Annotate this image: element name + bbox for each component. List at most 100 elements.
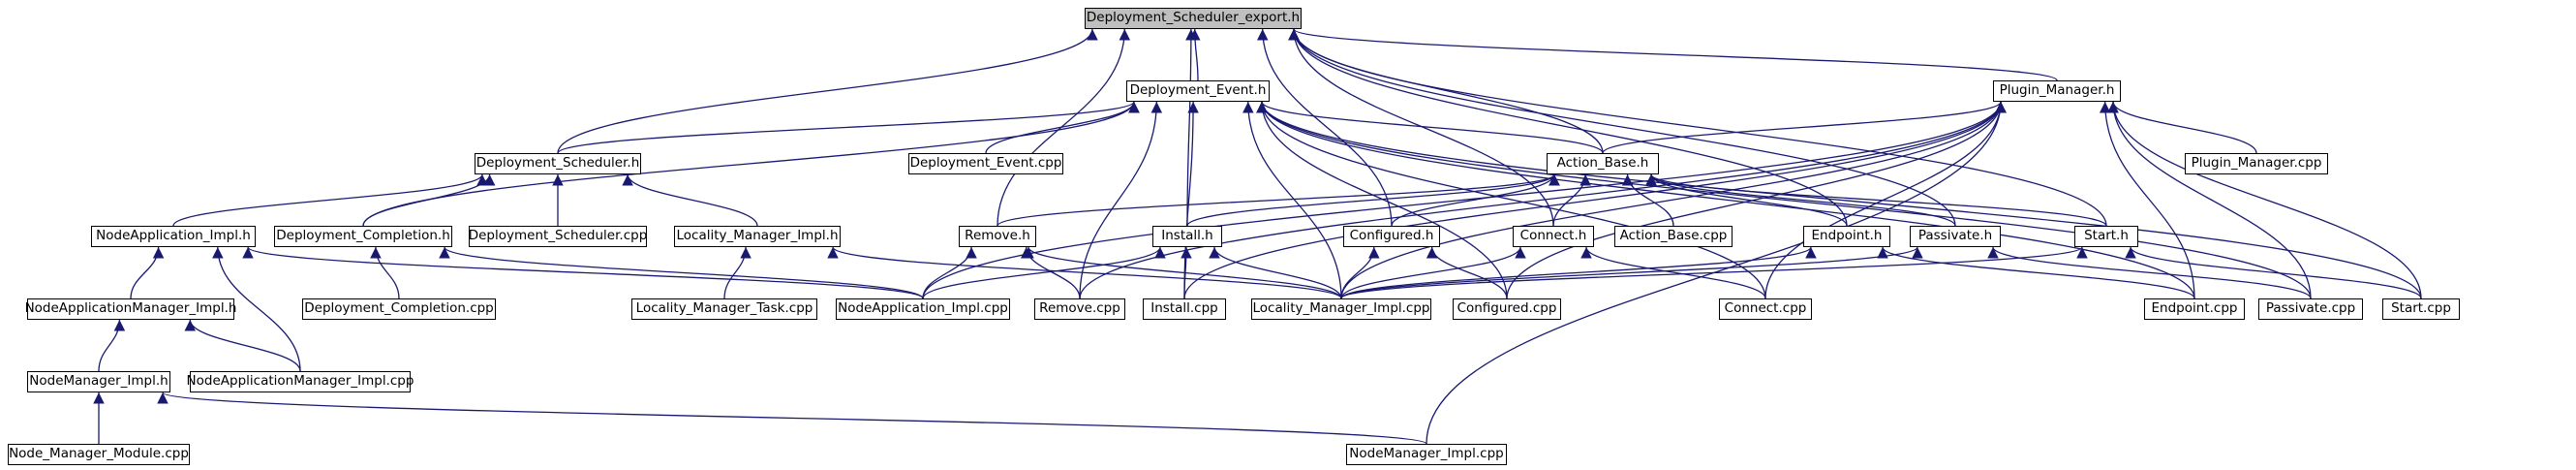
- node-label: Install.cpp: [1150, 300, 1218, 317]
- node-nodeapplication-impl-cpp[interactable]: NodeApplication_Impl.cpp: [836, 298, 1010, 320]
- dependency-edge: [362, 173, 496, 227]
- node-deployment-completion-cpp[interactable]: Deployment_Completion.cpp: [302, 298, 496, 320]
- dependency-edge: [1340, 101, 2007, 299]
- node-label: Remove.cpp: [1039, 300, 1120, 317]
- node-nodemanager-impl-h[interactable]: NodeManager_Impl.h: [27, 371, 170, 392]
- node-passivate-h[interactable]: Passivate.h: [1910, 226, 2001, 247]
- dependency-edge: [557, 101, 1140, 154]
- node-label: Locality_Manager_Impl.h: [676, 228, 839, 244]
- node-plugin-manager-h[interactable]: Plugin_Manager.h: [1993, 80, 2121, 102]
- node-deployment-event-h[interactable]: Deployment_Event.h: [1126, 80, 1270, 102]
- dependency-edge: [1256, 101, 2312, 299]
- node-passivate-cpp[interactable]: Passivate.cpp: [2258, 298, 2363, 320]
- node-label: Deployment_Scheduler.cpp: [468, 228, 648, 244]
- node-connect-cpp[interactable]: Connect.cpp: [1719, 298, 1812, 320]
- node-install-cpp[interactable]: Install.cpp: [1143, 298, 1226, 320]
- dependency-edge: [1288, 28, 1956, 227]
- dependency-edge: [1987, 246, 2312, 299]
- node-nodeapplication-impl-h[interactable]: NodeApplication_Impl.h: [91, 226, 256, 247]
- node-deployment-scheduler-h[interactable]: Deployment_Scheduler.h: [475, 153, 641, 174]
- node-label: Start.h: [2084, 228, 2129, 244]
- dependency-edge: [1340, 246, 1923, 299]
- dependency-edge: [997, 173, 1560, 227]
- dependency-edge: [1183, 101, 1199, 299]
- node-plugin-manager-cpp[interactable]: Plugin_Manager.cpp: [2185, 153, 2328, 174]
- dependency-edge: [2107, 101, 2422, 299]
- dependency-edge: [98, 319, 126, 372]
- dependency-edge: [1391, 173, 1560, 227]
- node-label: NodeApplicationManager_Impl.h: [24, 300, 237, 317]
- node-label: Configured.cpp: [1457, 300, 1557, 317]
- dependency-edge: [1340, 246, 1817, 299]
- node-remove-h[interactable]: Remove.h: [959, 226, 1036, 247]
- node-deployment-scheduler-cpp[interactable]: Deployment_Scheduler.cpp: [469, 226, 647, 247]
- node-start-cpp[interactable]: Start.cpp: [2382, 298, 2460, 320]
- node-locality-manager-impl-h[interactable]: Locality_Manager_Impl.h: [674, 226, 841, 247]
- dependency-edge: [1256, 101, 2195, 299]
- node-deployment-scheduler-export-h[interactable]: Deployment_Scheduler_export.h: [1085, 8, 1302, 29]
- node-configured-cpp[interactable]: Configured.cpp: [1453, 298, 1561, 320]
- node-deployment-completion-h[interactable]: Deployment_Completion.h: [274, 226, 452, 247]
- dependency-edge: [1185, 28, 1197, 227]
- dependency-edge: [1645, 173, 2107, 227]
- node-action-base-h[interactable]: Action_Base.h: [1547, 153, 1659, 174]
- dependency-edge: [1181, 246, 1192, 299]
- dependency-edge: [1288, 28, 2058, 81]
- dependency-edge: [1340, 246, 1526, 299]
- dependency-edge: [622, 173, 758, 227]
- node-nodeapplicationmanager-impl-h[interactable]: NodeApplicationManager_Impl.h: [24, 298, 237, 320]
- dependency-edge: [2099, 101, 2195, 299]
- dependency-edge: [723, 246, 751, 299]
- dependency-edge: [1256, 101, 2422, 299]
- node-label: Action_Base.cpp: [1619, 228, 1728, 244]
- node-label: Action_Base.h: [1556, 155, 1649, 172]
- dependency-edge: [985, 101, 1140, 154]
- node-locality-manager-task-cpp[interactable]: Locality_Manager_Task.cpp: [631, 298, 817, 320]
- node-label: Plugin_Manager.h: [1999, 82, 2115, 99]
- node-label: Start.cpp: [2391, 300, 2451, 317]
- dependency-edge: [1020, 246, 1081, 299]
- dependency-edge: [2107, 101, 2257, 154]
- node-nodeapplicationmanager-impl-cpp[interactable]: NodeApplicationManager_Impl.cpp: [186, 371, 414, 392]
- node-connect-h[interactable]: Connect.h: [1513, 226, 1594, 247]
- dependency-edge: [922, 246, 1166, 299]
- node-locality-manager-impl-cpp[interactable]: Locality_Manager_Impl.cpp: [1251, 298, 1431, 320]
- dependency-edge: [1506, 101, 2007, 299]
- node-label: Install.h: [1161, 228, 1213, 244]
- dependency-edge: [1242, 101, 1342, 299]
- node-endpoint-h[interactable]: Endpoint.h: [1803, 226, 1890, 247]
- node-label: Deployment_Scheduler.h: [475, 155, 640, 172]
- dependency-edge: [1602, 101, 2007, 154]
- node-start-h[interactable]: Start.h: [2074, 226, 2138, 247]
- dependency-edge: [157, 392, 1427, 445]
- dependency-edge: [1552, 173, 1591, 227]
- dependency-edge: [1256, 101, 1508, 299]
- node-label: Deployment_Completion.cpp: [304, 300, 494, 317]
- node-label: NodeApplicationManager_Impl.cpp: [186, 373, 414, 390]
- node-deployment-event-cpp[interactable]: Deployment_Event.cpp: [908, 153, 1063, 174]
- node-label: Deployment_Event.h: [1129, 82, 1267, 99]
- node-label: Passivate.cpp: [2265, 300, 2356, 317]
- node-label: Plugin_Manager.cpp: [2191, 155, 2322, 172]
- dependency-edge: [1877, 246, 2195, 299]
- node-label: Remove.h: [965, 228, 1030, 244]
- dependency-edge: [1645, 173, 1848, 227]
- dependency-edge: [370, 246, 400, 299]
- dependency-edge: [827, 246, 1342, 299]
- dependency-edge: [1288, 28, 1848, 227]
- node-action-base-cpp[interactable]: Action_Base.cpp: [1614, 226, 1733, 247]
- dependency-edge: [557, 28, 1098, 154]
- dependency-edge: [2125, 246, 2422, 299]
- node-label: NodeApplication_Impl.cpp: [838, 300, 1008, 317]
- node-install-h[interactable]: Install.h: [1152, 226, 1222, 247]
- node-remove-cpp[interactable]: Remove.cpp: [1034, 298, 1125, 320]
- dependency-edge: [1079, 101, 2007, 299]
- node-endpoint-cpp[interactable]: Endpoint.cpp: [2144, 298, 2245, 320]
- dependency-edge: [184, 319, 301, 372]
- node-label: Locality_Manager_Task.cpp: [635, 300, 813, 317]
- node-node-manager-module-cpp[interactable]: Node_Manager_Module.cpp: [8, 444, 190, 465]
- node-nodemanager-impl-cpp[interactable]: NodeManager_Impl.cpp: [1346, 444, 1507, 465]
- dependency-edge: [1186, 173, 1560, 227]
- node-configured-h[interactable]: Configured.h: [1343, 226, 1440, 247]
